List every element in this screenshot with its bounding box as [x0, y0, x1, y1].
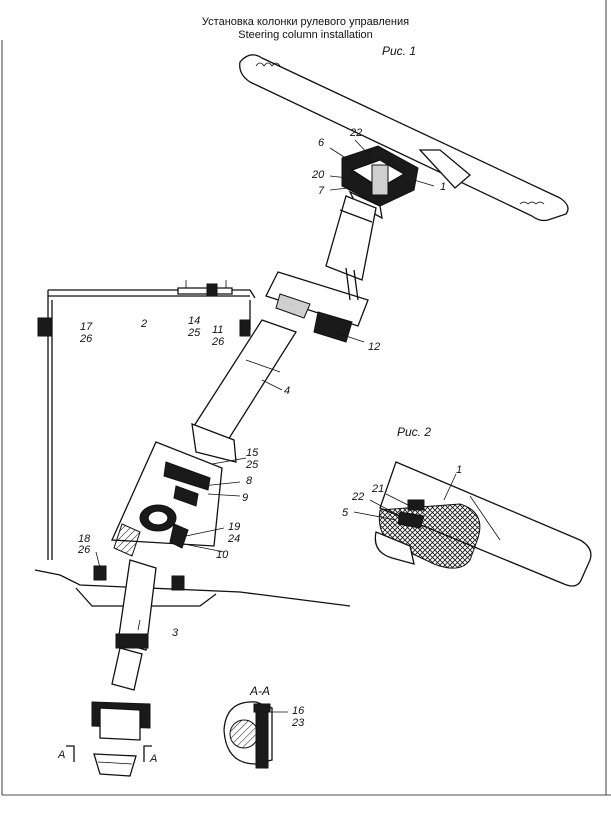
callout-26-left: 26	[79, 333, 93, 345]
callout-22-fig2: 22	[351, 491, 364, 503]
callout-25-upper: 25	[187, 327, 201, 339]
callout-20: 20	[311, 169, 325, 181]
figure-1-label: Рис. 1	[382, 44, 417, 58]
intermediate-shaft	[111, 559, 157, 691]
callout-23: 23	[291, 717, 305, 729]
callout-18: 18	[78, 533, 91, 545]
callout-19: 19	[228, 521, 240, 533]
fig2-callout-1: 1	[456, 464, 462, 476]
callout-14: 14	[188, 315, 200, 327]
title-russian: Установка колонки рулевого управления	[201, 16, 410, 28]
title-bar	[0, 12, 611, 40]
column-tube	[193, 319, 297, 441]
callout-24: 24	[227, 533, 240, 545]
section-aa-detail	[223, 701, 273, 769]
callout-25-lower: 25	[245, 459, 259, 471]
callout-26-mid: 26	[211, 336, 225, 348]
title-english: Steering column installation	[238, 29, 373, 41]
callout-6: 6	[318, 137, 325, 149]
callout-21: 21	[371, 483, 384, 495]
callout-17: 17	[80, 321, 93, 333]
callout-8: 8	[246, 475, 253, 487]
page-frame	[1, 0, 611, 796]
section-mark-right: А	[149, 753, 157, 765]
lower-housing	[111, 422, 237, 557]
callout-2: 2	[140, 318, 147, 330]
figure-2-detail	[374, 461, 592, 587]
callout-11: 11	[212, 324, 223, 336]
mounting-bracket	[37, 280, 256, 560]
callout-9: 9	[242, 492, 248, 504]
leader-lines	[66, 139, 457, 762]
callout-3: 3	[172, 627, 179, 639]
callout-12: 12	[368, 341, 380, 353]
callout-26-bottom: 26	[77, 544, 91, 556]
steering-wheel	[239, 54, 569, 222]
column-bracket	[265, 267, 369, 343]
callout-22: 22	[349, 127, 362, 139]
callout-5: 5	[342, 507, 349, 519]
universal-joint	[91, 701, 151, 777]
callout-4: 4	[284, 385, 290, 397]
callout-10: 10	[216, 549, 229, 561]
callout-7: 7	[318, 185, 325, 197]
figure-2-label: Рис. 2	[397, 425, 432, 439]
callout-1: 1	[440, 181, 446, 193]
callout-16: 16	[292, 705, 305, 717]
floor-panel	[34, 565, 351, 607]
callout-numbers: 22 6 20 7 1 2 17 26 14 25 11 26 12 4 15 …	[57, 127, 462, 765]
section-aa-label: А-А	[250, 684, 271, 698]
callout-15: 15	[246, 447, 259, 459]
upper-column-tube	[325, 195, 377, 281]
section-mark-left: А	[57, 749, 65, 761]
